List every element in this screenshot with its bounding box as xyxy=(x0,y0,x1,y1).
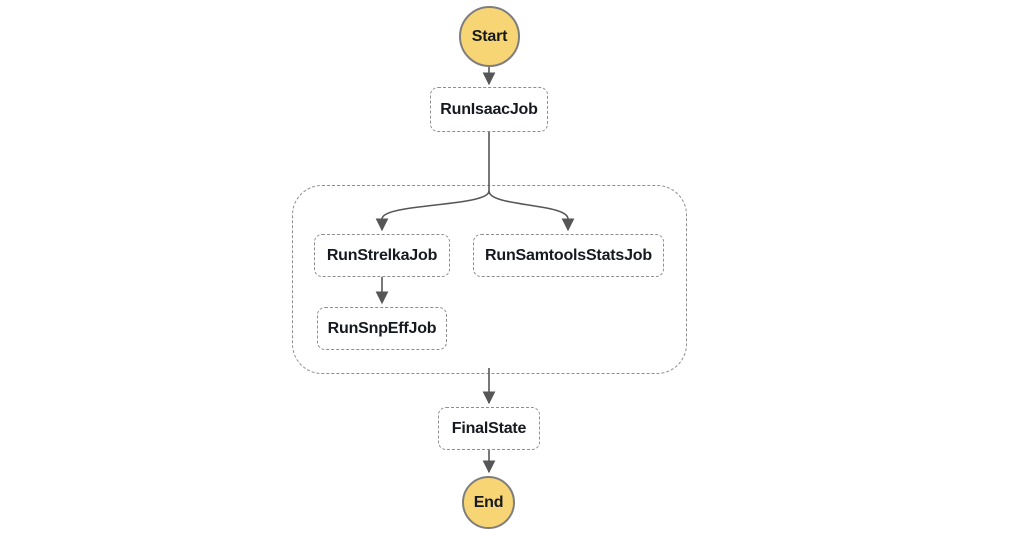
node-run-snpeff-job-label: RunSnpEffJob xyxy=(327,319,437,337)
node-run-strelka-job[interactable]: RunStrelkaJob xyxy=(314,234,450,277)
node-run-snpeff-job[interactable]: RunSnpEffJob xyxy=(317,307,447,350)
node-run-isaac-job[interactable]: RunIsaacJob xyxy=(430,87,548,132)
node-start[interactable]: Start xyxy=(459,6,520,67)
node-final-state-label: FinalState xyxy=(451,419,527,437)
node-run-strelka-job-label: RunStrelkaJob xyxy=(326,246,438,264)
node-run-samtools-stats-job-label: RunSamtoolsStatsJob xyxy=(485,246,652,264)
node-final-state[interactable]: FinalState xyxy=(438,407,540,450)
node-run-samtools-stats-job[interactable]: RunSamtoolsStatsJob xyxy=(473,234,664,277)
node-end[interactable]: End xyxy=(462,476,515,529)
node-end-label: End xyxy=(473,493,504,511)
node-start-label: Start xyxy=(471,27,508,45)
node-run-isaac-job-label: RunIsaacJob xyxy=(440,100,538,118)
